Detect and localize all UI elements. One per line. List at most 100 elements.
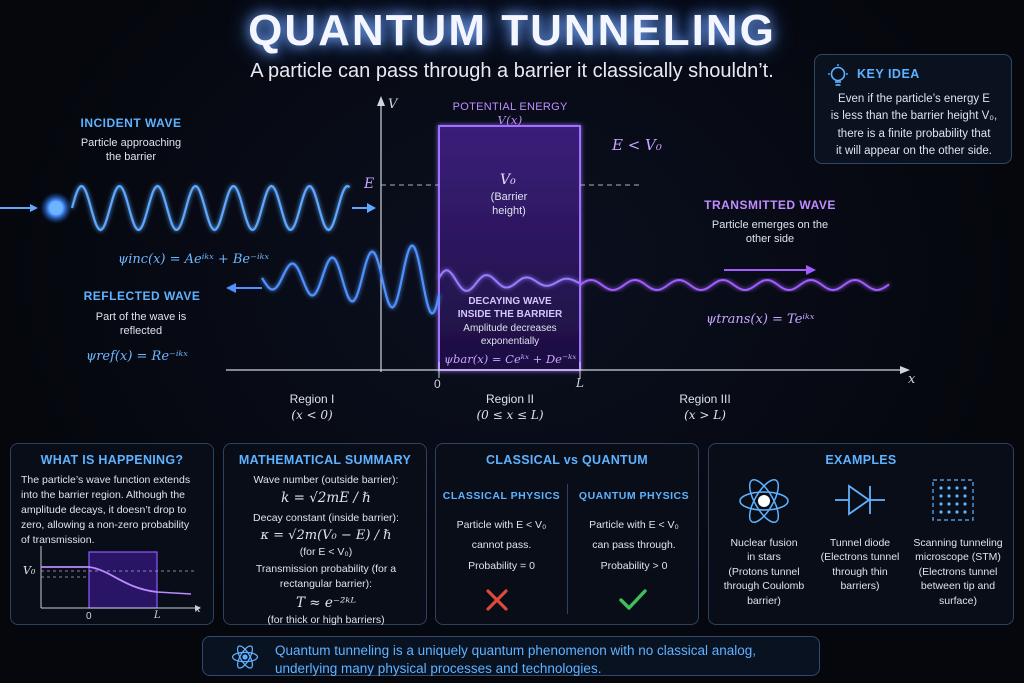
transmitted-equation: ψtrans(x) = Teⁱᵏˣ (706, 312, 815, 327)
region-name: Region I (289, 392, 335, 406)
decaying-equation: ψbar(x) = Ceᵏˣ + De⁻ᵏˣ (444, 352, 577, 366)
example-line: barriers) (840, 580, 880, 593)
barrier-label-line: height) (492, 205, 526, 218)
incident-text-line: Particle approaching (80, 137, 182, 149)
page-subtitle: A particle can pass through a barrier it… (250, 60, 774, 82)
mini-tick-L: L (154, 610, 161, 621)
transmitted-wave (579, 278, 890, 292)
v0-label: V₀ (500, 172, 516, 188)
quantum-line: can pass through. (592, 539, 676, 552)
what-text-line: into the barrier region. Although the (21, 488, 186, 501)
what-panel-title: WHAT IS HAPPENING? (40, 453, 184, 467)
example-line: barrier) (747, 594, 781, 607)
mini-tunneling-plot (40, 546, 201, 611)
decay-constant-note: (for E < V₀) (299, 546, 353, 559)
example-line: in stars (747, 551, 781, 564)
mini-barrier (88, 551, 158, 609)
key-idea-line: is less than the barrier height V₀, (830, 110, 998, 123)
decaying-heading-line: DECAYING WAVE (468, 296, 552, 307)
barrier-label-line: (Barrier (490, 191, 528, 203)
example-line: between tip and (920, 580, 996, 593)
example-line: microscope (STM) (915, 551, 1001, 564)
math-panel-title: MATHEMATICAL SUMMARY (238, 453, 412, 467)
v-axis-arrow (377, 96, 385, 106)
cvq-divider (567, 484, 568, 614)
wave-number-label: Wave number (outside barrier): (253, 474, 399, 486)
math-summary-panel: MATHEMATICAL SUMMARY Wave number (outsid… (223, 443, 427, 626)
region-range: (x < 0) (291, 407, 333, 422)
region-range: (x > L) (684, 407, 726, 422)
reflected-equation: ψref(x) = Re⁻ⁱᵏˣ (86, 349, 188, 364)
example-line: Tunnel diode (829, 537, 891, 549)
example-line: through thin (832, 565, 888, 578)
classical-vs-quantum-panel: CLASSICAL vs QUANTUM CLASSICAL PHYSICS P… (435, 443, 699, 625)
quantum-heading: QUANTUM PHYSICS (578, 490, 690, 502)
region-range: (0 ≤ x ≤ L) (476, 407, 544, 422)
x-axis-arrow (900, 366, 910, 374)
page-title: QUANTUM TUNNELING (248, 6, 776, 55)
transmitted-heading: TRANSMITTED WAVE (704, 198, 836, 212)
decaying-text-line: exponentially (480, 336, 540, 347)
classical-heading: CLASSICAL PHYSICS (442, 490, 561, 502)
reflected-heading: REFLECTED WAVE (83, 289, 201, 303)
transmission-label-line: rectangular barrier): (279, 578, 373, 591)
tunneling-diagram (0, 96, 910, 378)
potential-energy-math: V(x) (497, 113, 523, 127)
tick-L-label: L (576, 376, 584, 390)
decaying-wave (438, 269, 581, 292)
what-is-happening-panel: WHAT IS HAPPENING? The particle’s wave f… (10, 443, 214, 625)
region-name: Region III (679, 392, 731, 406)
incident-equation: ψinc(x) = Aeⁱᵏˣ + Be⁻ⁱᵏˣ (118, 252, 269, 267)
what-text-line: amplitude decays, it doesn’t drop to (21, 503, 187, 516)
example-line: Nuclear fusion (730, 537, 798, 549)
mini-x-arrow (195, 605, 201, 611)
stm-grid-icon (932, 479, 974, 521)
mini-transmitted-line (156, 591, 192, 595)
example-line: through Coulomb (723, 580, 805, 593)
example-line: (Protons tunnel (728, 565, 800, 578)
classical-line: Particle with E < V₀ (456, 519, 547, 531)
key-idea-line: there is a finite probability that (837, 127, 991, 140)
incident-arrowhead-left (30, 204, 38, 212)
what-text-line: of transmission. (21, 533, 95, 546)
wave-number-equation: k = √2mE / ℏ (281, 489, 371, 506)
classical-line: Probability = 0 (468, 559, 535, 572)
example-line: (Electrons tunnel (918, 565, 998, 578)
transmission-label-line: Transmission probability (for a (255, 563, 397, 576)
key-idea-heading: KEY IDEA (857, 67, 920, 81)
reflected-wave (261, 244, 441, 315)
region-name: Region II (485, 392, 535, 406)
quantum-line: Particle with E < V₀ (589, 519, 679, 531)
diode-icon (835, 484, 885, 516)
particle-core (49, 201, 63, 215)
decaying-text-line: Amplitude decreases (463, 323, 557, 334)
key-idea-line: Even if the particle’s energy E (838, 93, 990, 105)
decaying-heading-line: INSIDE THE BARRIER (457, 308, 563, 320)
v-axis-label: V (388, 97, 398, 112)
example-line: Scanning tunneling (913, 537, 1003, 549)
what-text-line: zero, allowing a non-zero probability (21, 518, 190, 531)
transmission-equation: T ≈ e⁻²ᵏᴸ (296, 595, 356, 612)
potential-energy-label: POTENTIAL ENERGY (452, 101, 568, 113)
reflected-text-line: reflected (119, 325, 163, 338)
incident-heading: INCIDENT WAVE (80, 116, 182, 130)
mini-x-label: x (195, 604, 201, 615)
footer-line: underlying many physical processes and t… (275, 660, 602, 676)
footer-box: Quantum tunneling is a uniquely quantum … (202, 636, 820, 676)
decay-constant-equation: κ = √2m(V₀ − E) / ℏ (260, 527, 392, 543)
transmitted-text-line: Particle emerges on the (711, 219, 829, 231)
transmitted-text-line: other side (745, 233, 795, 246)
examples-panel-title: EXAMPLES (825, 453, 897, 467)
reflected-text-line: Part of the wave is (95, 311, 187, 323)
lightbulb-icon (828, 64, 848, 86)
potential-barrier (438, 125, 581, 371)
incident-text-line: the barrier (105, 151, 157, 164)
example-line: (Electrons tunnel (820, 551, 900, 564)
mini-tick-0: 0 (86, 611, 92, 622)
mini-v0-label: V₀ (23, 564, 36, 577)
tick-0-label: 0 (434, 377, 441, 391)
key-idea-box: KEY IDEA Even if the particle’s energy E… (814, 54, 1012, 164)
energy-label: E (364, 176, 375, 192)
examples-panel: EXAMPLES Nuclear fusion in stars (Proton… (708, 443, 1014, 625)
